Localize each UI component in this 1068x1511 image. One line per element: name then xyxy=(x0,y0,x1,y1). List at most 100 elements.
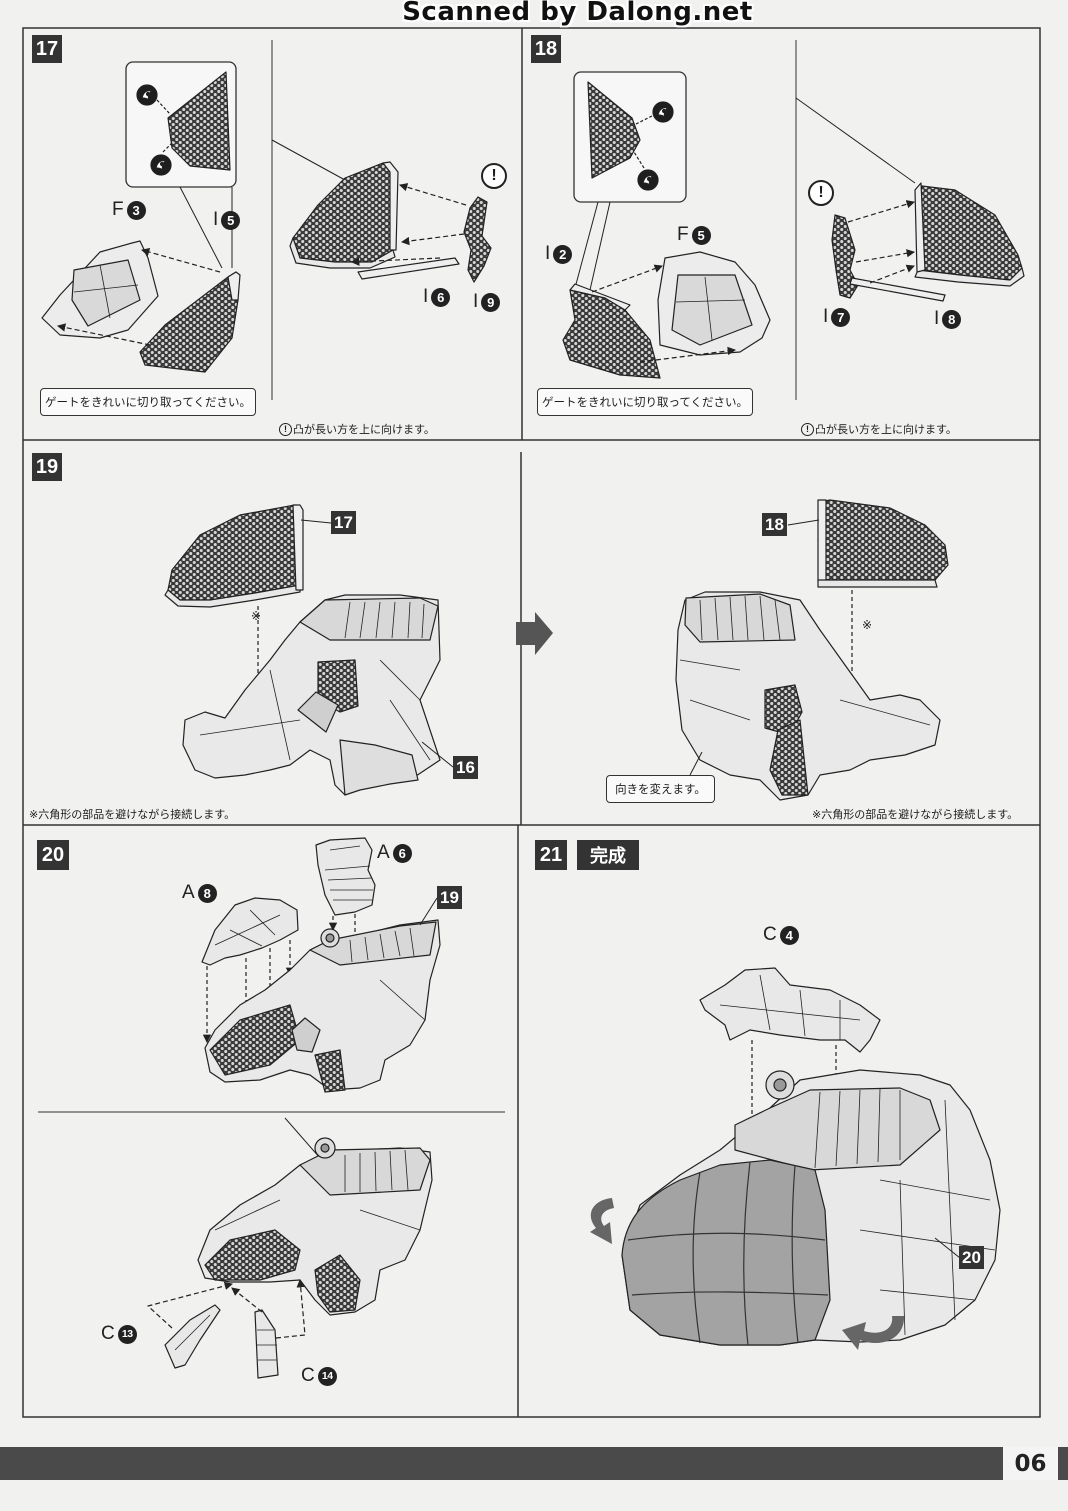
runner-letter: I xyxy=(473,291,479,312)
runner-letter: F xyxy=(677,224,689,245)
footer-bar xyxy=(0,1447,1068,1480)
part-a6 xyxy=(315,837,376,916)
runner-letter: C xyxy=(101,1323,115,1344)
complete-label: 完成 xyxy=(577,840,639,870)
step-19-badge: 19 xyxy=(32,453,62,481)
part-label-i2: I 2 xyxy=(545,243,573,265)
part-number: 8 xyxy=(942,309,962,329)
step17-illustration xyxy=(41,61,492,373)
step18-assembly-shell xyxy=(914,182,1025,287)
gate-cut-icon xyxy=(652,101,674,123)
part-c4-plate xyxy=(699,967,881,1053)
runner-letter: F xyxy=(112,199,124,220)
ref-badge-20: 20 xyxy=(959,1246,984,1269)
scan-credit: Scanned by Dalong.net xyxy=(402,0,753,27)
step-21-badge: 21 xyxy=(535,840,567,870)
runner-letter: I xyxy=(545,243,551,264)
ref-badge-18: 18 xyxy=(762,513,787,536)
gate-callout: ゲートをきれいに切り取ってください。 xyxy=(537,388,753,416)
part-label-c14: C 14 xyxy=(301,1365,337,1387)
part-number: 6 xyxy=(431,287,451,307)
page-number: 06 xyxy=(1003,1447,1058,1480)
step-17-badge: 17 xyxy=(32,35,62,63)
part-number: 6 xyxy=(392,843,412,863)
note-text: 凸が長い方を上に向けます。 xyxy=(293,423,435,436)
ref-badge-17: 17 xyxy=(331,511,356,534)
runner-letter: I xyxy=(213,209,219,230)
part-number: 14 xyxy=(317,1366,337,1386)
note-mark: ! xyxy=(801,422,814,436)
part-number: 13 xyxy=(117,1324,137,1344)
step-20-badge: 20 xyxy=(37,840,69,870)
step18-illustration xyxy=(562,71,1025,379)
hull-body-step20-top xyxy=(204,919,441,1093)
part-label-i8: I 8 xyxy=(934,308,962,330)
part-label-f3: F 3 xyxy=(112,199,146,221)
runner-letter: C xyxy=(301,1365,315,1386)
part-number: 7 xyxy=(831,307,851,327)
ref-badge-19: 19 xyxy=(437,886,462,909)
reference-mark: ※ xyxy=(251,609,262,623)
part-c14-fin xyxy=(254,1309,279,1379)
hull-body-left-view xyxy=(182,594,441,796)
gate-callout: ゲートをきれいに切り取ってください。 xyxy=(40,388,256,416)
part-label-i5: I 5 xyxy=(213,209,241,231)
step17-subassembly xyxy=(164,504,304,608)
step20-illustration xyxy=(147,837,441,1379)
part-label-i9: I 9 xyxy=(473,291,501,313)
part-number: 5 xyxy=(221,210,241,230)
runner-letter: A xyxy=(182,882,195,903)
turn-around-callout: 向きを変えます。 xyxy=(606,775,715,803)
part-number: 3 xyxy=(126,200,146,220)
part-number: 9 xyxy=(481,292,501,312)
part-c13-fin xyxy=(164,1304,221,1369)
gate-cut-icon xyxy=(637,169,659,191)
note-text: 凸が長い方を上に向けます。 xyxy=(815,423,957,436)
runner-letter: I xyxy=(823,306,829,327)
part-number: 8 xyxy=(197,883,217,903)
part-i7-mesh-strip xyxy=(831,214,859,299)
note-mark: ! xyxy=(279,422,292,436)
runner-letter: I xyxy=(934,308,940,329)
part-i9-mesh-strip xyxy=(463,196,492,283)
rotate-arrow-icon xyxy=(842,1316,905,1350)
step-18-badge: 18 xyxy=(531,35,561,63)
part-label-a8: A 8 xyxy=(182,882,217,904)
part-number: 5 xyxy=(691,225,711,245)
part-i8-rod xyxy=(849,277,946,302)
step19-illustration xyxy=(164,499,949,801)
attention-mark: ! xyxy=(808,180,834,206)
part-label-c4: C 4 xyxy=(763,924,799,946)
gate-cut-icon xyxy=(136,84,158,106)
orientation-note: ! 凸が長い方を上に向けます。 xyxy=(801,421,957,437)
hull-body-complete xyxy=(621,1069,1001,1346)
hex-part-note: ※六角形の部品を避けながら接続します。 xyxy=(812,808,1019,821)
part-label-f5: F 5 xyxy=(677,224,711,246)
part-number: 2 xyxy=(553,244,573,264)
part-i2-mesh xyxy=(562,283,661,379)
hull-body-step20-bottom xyxy=(197,1137,433,1316)
part-a8 xyxy=(201,897,299,966)
part-label-a6: A 6 xyxy=(377,842,412,864)
part-i5-mesh xyxy=(139,271,241,373)
step17-zoom-detail xyxy=(125,61,237,269)
reference-mark: ※ xyxy=(862,618,873,632)
part-f3-frame xyxy=(41,240,159,339)
part-label-i7: I 7 xyxy=(823,306,851,328)
runner-letter: A xyxy=(377,842,390,863)
orientation-note: ! 凸が長い方を上に向けます。 xyxy=(279,421,435,437)
step17-assembly-shell xyxy=(289,161,399,269)
step18-subassembly xyxy=(817,499,949,588)
hull-body-right-view xyxy=(675,591,941,801)
hex-part-note: ※六角形の部品を避けながら接続します。 xyxy=(29,808,236,821)
runner-letter: C xyxy=(763,924,777,945)
part-i6-rod xyxy=(357,257,460,280)
part-f5-frame xyxy=(657,251,771,356)
step18-zoom-detail xyxy=(573,71,687,291)
arrow-right-icon xyxy=(516,612,553,655)
ref-badge-16: 16 xyxy=(453,756,478,779)
shaded-dome xyxy=(621,1159,831,1346)
panel-frames xyxy=(22,27,1041,1418)
part-label-i6: I 6 xyxy=(423,286,451,308)
